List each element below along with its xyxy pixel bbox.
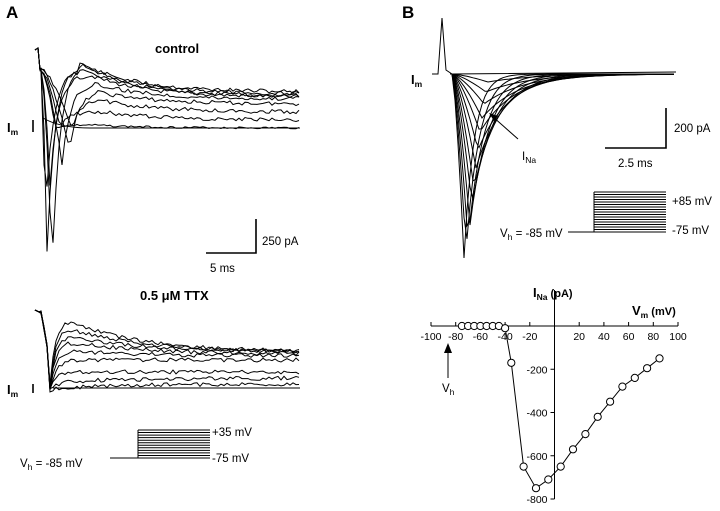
protocol-a-steps bbox=[110, 429, 210, 459]
ttx-trace bbox=[34, 309, 300, 390]
protocol-a-top: +35 mV bbox=[212, 427, 252, 439]
iv-x-tick-label: 40 bbox=[598, 331, 610, 343]
control-trace bbox=[34, 47, 300, 126]
panel-b-im-label: Im bbox=[411, 72, 423, 89]
panel-b-letter: B bbox=[402, 3, 414, 22]
iv-x-tick-label: -80 bbox=[448, 331, 463, 343]
svg-text:Im: Im bbox=[7, 382, 19, 399]
svg-text:Im: Im bbox=[7, 120, 19, 137]
iv-y-tick-label: -200 bbox=[526, 364, 547, 376]
ttx-trace bbox=[34, 309, 300, 390]
iv-data-point bbox=[519, 462, 528, 471]
iv-data-point bbox=[618, 382, 627, 391]
b-scale-current-label: 200 pA bbox=[674, 123, 711, 135]
iv-x-tick-label: -20 bbox=[522, 331, 537, 343]
ttx-trace-group bbox=[34, 309, 300, 393]
ttx-traces: 0.5 μM TTX Im bbox=[7, 288, 300, 399]
control-traces: control Im 250 pA 5 ms bbox=[7, 41, 300, 275]
iv-x-tick-label: 80 bbox=[647, 331, 659, 343]
panel-a-letter: A bbox=[6, 3, 18, 22]
panel-b-trace-group bbox=[432, 17, 677, 259]
iv-x-tick-label: -40 bbox=[498, 331, 513, 343]
vh-annotation: Vh bbox=[442, 343, 455, 397]
svg-text:Im: Im bbox=[411, 72, 423, 89]
protocol-b-bottom: -75 mV bbox=[672, 225, 709, 237]
control-trace bbox=[34, 47, 300, 187]
iv-data-point bbox=[630, 373, 639, 382]
svg-text:Vh = -85 mV: Vh = -85 mV bbox=[20, 458, 83, 472]
iv-data-point bbox=[501, 324, 510, 333]
control-trace-group bbox=[34, 47, 300, 252]
iv-x-tick-label: 100 bbox=[669, 331, 687, 343]
protocol-a: Vh = -85 mV +35 mV -75 mV bbox=[20, 427, 252, 472]
svg-text:Vh = -85 mV: Vh = -85 mV bbox=[500, 228, 563, 242]
iv-data-point bbox=[531, 484, 541, 493]
iv-y-tick-label: -800 bbox=[526, 494, 547, 506]
control-trace bbox=[34, 47, 300, 252]
control-title: control bbox=[155, 41, 199, 56]
iv-data-points bbox=[457, 321, 664, 493]
b-sodium-trace bbox=[450, 73, 674, 92]
iv-data-point bbox=[507, 358, 516, 367]
ttx-trace bbox=[34, 309, 300, 385]
iv-data-point bbox=[643, 364, 652, 373]
iv-x-tick-label: -60 bbox=[473, 331, 488, 343]
ttx-title: 0.5 μM TTX bbox=[140, 288, 209, 303]
iv-data-point bbox=[556, 462, 565, 471]
panel-b: B Im INa 200 pA 2.5 ms Vh = -85 mV +85 m… bbox=[402, 3, 712, 506]
iv-data-point bbox=[606, 397, 615, 406]
iv-data-point bbox=[593, 412, 602, 421]
control-scale-bar: 250 pA 5 ms bbox=[206, 219, 299, 275]
protocol-b: Vh = -85 mV +85 mV -75 mV bbox=[500, 191, 712, 242]
iv-axes bbox=[430, 290, 679, 500]
control-trace bbox=[34, 47, 300, 186]
protocol-b-top: +85 mV bbox=[672, 196, 712, 208]
ina-arrow-label: INa bbox=[489, 113, 536, 165]
b-scale-time-label: 2.5 ms bbox=[618, 158, 653, 170]
iv-xlabel: Vm (mV) bbox=[632, 303, 676, 320]
iv-x-tick-label: 20 bbox=[573, 331, 585, 343]
iv-chart: -100 -80 -60 -40 -20 20 40 60 80 100 -200 -400 -600 -… bbox=[420, 285, 686, 506]
iv-data-point bbox=[655, 354, 664, 363]
control-trace bbox=[34, 47, 300, 243]
b-baseline-trace bbox=[432, 17, 677, 75]
iv-data-point bbox=[581, 430, 590, 439]
scale-time-label: 5 ms bbox=[210, 263, 235, 275]
iv-tick-labels: -100 -80 -60 -40 -20 20 40 60 80 100 -200 -400 -600 -… bbox=[420, 331, 686, 506]
iv-data-point bbox=[544, 475, 553, 484]
svg-text:INa: INa bbox=[522, 151, 536, 165]
iv-y-tick-label: -600 bbox=[526, 451, 547, 463]
iv-x-tick-label: 60 bbox=[623, 331, 635, 343]
ttx-trace bbox=[34, 309, 300, 390]
scale-current-label: 250 pA bbox=[262, 236, 299, 248]
panel-a: A control Im 250 pA 5 ms 0.5 μM TTX Im bbox=[6, 3, 300, 472]
b-sodium-trace bbox=[450, 73, 675, 149]
ttx-trace bbox=[34, 309, 300, 386]
control-im-label: Im bbox=[7, 120, 34, 137]
iv-ylabel: INa (pA) bbox=[533, 285, 573, 302]
iv-y-tick-label: -400 bbox=[526, 408, 547, 420]
ttx-trace bbox=[34, 309, 300, 385]
b-sodium-trace bbox=[450, 73, 674, 83]
control-baseline-trace bbox=[42, 117, 300, 129]
ttx-im-label: Im bbox=[7, 382, 34, 399]
ttx-trace bbox=[34, 309, 300, 390]
control-trace bbox=[34, 47, 300, 165]
control-trace bbox=[34, 47, 300, 127]
panel-b-scale-bar: 200 pA 2.5 ms bbox=[605, 108, 711, 170]
iv-x-tick-label: -100 bbox=[420, 331, 441, 343]
iv-data-point bbox=[568, 445, 578, 454]
protocol-a-bottom: -75 mV bbox=[212, 453, 249, 465]
protocol-b-steps bbox=[568, 191, 666, 233]
svg-text:Vh: Vh bbox=[442, 383, 455, 397]
ttx-trace bbox=[34, 309, 300, 390]
